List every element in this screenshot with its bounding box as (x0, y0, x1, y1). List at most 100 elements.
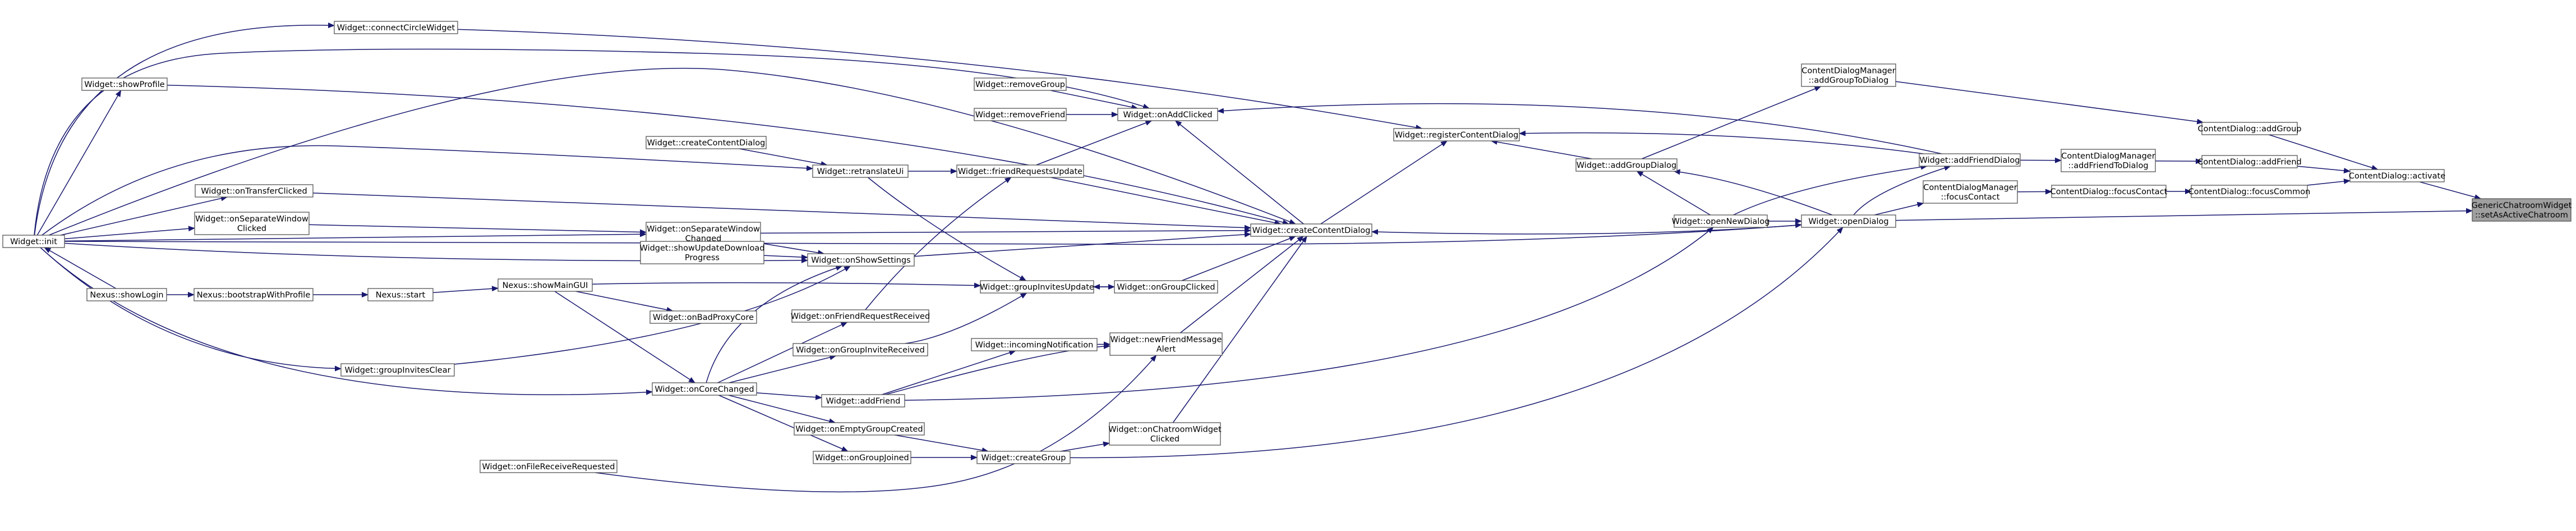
node-w-createContentDialog2[interactable]: Widget::createContentDialog (646, 136, 767, 149)
node-w-groupInvitesClear[interactable]: Widget::groupInvitesClear (340, 363, 455, 377)
node-w-retranslateUi[interactable]: Widget::retranslateUi (812, 164, 909, 178)
node-w-onGroupInviteReceived[interactable]: Widget::onGroupInviteReceived (792, 343, 928, 356)
node-w-removeGroup[interactable]: Widget::removeGroup (974, 77, 1067, 91)
node-label: Widget::onBadProxyCore (653, 313, 754, 322)
node-nx-showMainGUI[interactable]: Nexus::showMainGUI (497, 278, 593, 292)
edge-path (1060, 441, 1110, 452)
node-w-groupInvitesUpdate[interactable]: Widget::groupInvitesUpdate (980, 280, 1094, 294)
node-w-addGroupDialog[interactable]: Widget::addGroupDialog (1575, 158, 1678, 172)
node-w-onFileReceiveRequested[interactable]: Widget::onFileReceiveRequested (480, 460, 617, 473)
call-edge-w-groupInvitesClear-to-w-onShowSettings (454, 266, 851, 365)
node-w-onGroupJoined[interactable]: Widget::onGroupJoined (813, 451, 911, 464)
edge-path (728, 395, 836, 424)
call-edge-w-friendRequestsUpdate-to-w-createContentDialog (1050, 177, 1282, 226)
edge-path (2419, 181, 2482, 200)
node-cd-focusCommon[interactable]: ContentDialog::focusCommon (2188, 185, 2311, 198)
call-edge-w-onCoreChanged-to-w-onFriendRequestReceived (717, 322, 848, 383)
node-root[interactable]: GenericChatroomWidget::setAsActiveChatro… (2472, 198, 2572, 222)
edge-path (1641, 86, 1822, 159)
node-w-onFriendRequestReceived[interactable]: Widget::onFriendRequestReceived (791, 309, 930, 323)
node-cd-activate[interactable]: ContentDialog::activate (2349, 169, 2445, 182)
node-label: Nexus::bootstrapWithProfile (197, 291, 311, 300)
call-edge-w-createGroup-to-w-openDialog (1070, 227, 1844, 459)
node-w-createContentDialog[interactable]: Widget::createContentDialog (1250, 223, 1372, 237)
node-box (194, 212, 310, 235)
edge-path (432, 286, 499, 293)
edge-path (756, 392, 822, 400)
node-label: ::focusContact (1941, 193, 2000, 202)
edge-path (312, 193, 1251, 231)
edge-path (1320, 140, 1448, 225)
edge-path (36, 90, 122, 236)
node-w-showProfile[interactable]: Widget::showProfile (81, 77, 168, 91)
edge-path (882, 350, 1016, 395)
node-box (367, 288, 434, 301)
edge-path (914, 231, 1251, 257)
node-w-removeFriend[interactable]: Widget::removeFriend (974, 108, 1067, 121)
edge-path (2297, 166, 2351, 173)
node-label: ContentDialog::addFriend (2197, 158, 2302, 167)
node-label: Nexus::showMainGUI (503, 281, 588, 290)
node-label: Widget::onAddClicked (1123, 111, 1212, 120)
edge-path (457, 29, 1423, 130)
call-edge-w-removeGroup-to-w-onAddClicked (1050, 90, 1139, 110)
node-nx-showLogin[interactable]: Nexus::showLogin (86, 288, 167, 301)
node-w-onTransferClicked[interactable]: Widget::onTransferClicked (195, 184, 314, 198)
node-w-connectCircleWidget[interactable]: Widget::connectCircleWidget (334, 21, 458, 34)
node-box (794, 422, 925, 436)
node-box (340, 363, 455, 377)
node-w-friendRequestsUpdate[interactable]: Widget::friendRequestsUpdate (956, 164, 1084, 178)
node-box (791, 309, 929, 323)
node-w-onGroupClicked[interactable]: Widget::onGroupClicked (1114, 280, 1218, 294)
node-w-incomingNotification[interactable]: Widget::incomingNotification (971, 338, 1098, 351)
edge-path (1050, 90, 1139, 110)
node-label: Widget::init (10, 237, 57, 246)
call-edge-w-friendRequestsUpdate-to-w-onAddClicked (1036, 120, 1153, 166)
node-label: Widget::onChatroomWidget (1108, 425, 1222, 434)
node-cd-addGroup[interactable]: ContentDialog::addGroup (2197, 122, 2302, 135)
node-cd-addFriend[interactable]: ContentDialog::addFriend (2197, 155, 2302, 168)
node-label: GenericChatroomWidget (2472, 202, 2572, 210)
node-w-onAddClicked[interactable]: Widget::onAddClicked (1117, 108, 1218, 121)
node-w-openNewDialog[interactable]: Widget::openNewDialog (1672, 214, 1770, 228)
node-w-onBadProxyCore[interactable]: Widget::onBadProxyCore (649, 310, 757, 324)
call-edge-w-createContentDialog-to-w-onAddClicked (1174, 120, 1304, 225)
node-w-onCoreChanged[interactable]: Widget::onCoreChanged (652, 382, 757, 396)
edge-path (865, 177, 1012, 310)
node-cdm-addFriendToDialog[interactable]: ContentDialogManager::addFriendToDialog (2061, 149, 2156, 172)
node-w-onEmptyGroupCreated[interactable]: Widget::onEmptyGroupCreated (794, 422, 925, 436)
edge-path (1172, 236, 1307, 423)
node-nx-bootstrapWithProfile[interactable]: Nexus::bootstrapWithProfile (193, 288, 314, 301)
node-label: Widget::createContentDialog (1252, 226, 1371, 235)
call-edge-w-createContentDialog2-to-w-retranslateUi (739, 148, 828, 167)
node-w-addFriend[interactable]: Widget::addFriend (821, 394, 905, 408)
node-cdm-addGroupToDialog[interactable]: ContentDialogManager::addGroupToDialog (1801, 63, 1896, 87)
node-w-createGroup[interactable]: Widget::createGroup (976, 451, 1071, 464)
node-label: ContentDialog::focusCommon (2188, 187, 2311, 196)
node-cd-focusContact[interactable]: ContentDialog::focusContact (2050, 185, 2168, 198)
node-label: Widget::connectCircleWidget (337, 24, 455, 33)
edge-path (64, 222, 1802, 245)
call-edge-w-init-to-w-onTransferClicked (60, 195, 228, 236)
node-cdm-focusContact[interactable]: ContentDialogManager::focusContact (1923, 180, 2018, 204)
node-w-onShowSettings[interactable]: Widget::onShowSettings (807, 253, 915, 267)
node-box (2061, 149, 2156, 172)
node-w-addFriendDialog[interactable]: Widget::addFriendDialog (1919, 153, 2021, 167)
node-w-registerContentDialog[interactable]: Widget::registerContentDialog (1393, 128, 1520, 141)
node-box (974, 108, 1067, 121)
call-edge-nx-showLogin-to-w-init (44, 247, 117, 289)
node-label: Widget::groupInvitesClear (344, 366, 450, 375)
node-nx-start[interactable]: Nexus::start (367, 288, 434, 301)
node-label: Widget::showProfile (84, 80, 164, 89)
call-edge-w-addFriend-to-w-incomingNotification (882, 350, 1016, 395)
node-w-openDialog[interactable]: Widget::openDialog (1801, 214, 1896, 228)
node-box (2, 235, 65, 248)
call-edge-w-onGroupInviteReceived-to-w-groupInvitesUpdate (905, 292, 1027, 344)
node-w-init[interactable]: Widget::init (2, 235, 65, 248)
node-box (649, 310, 757, 324)
